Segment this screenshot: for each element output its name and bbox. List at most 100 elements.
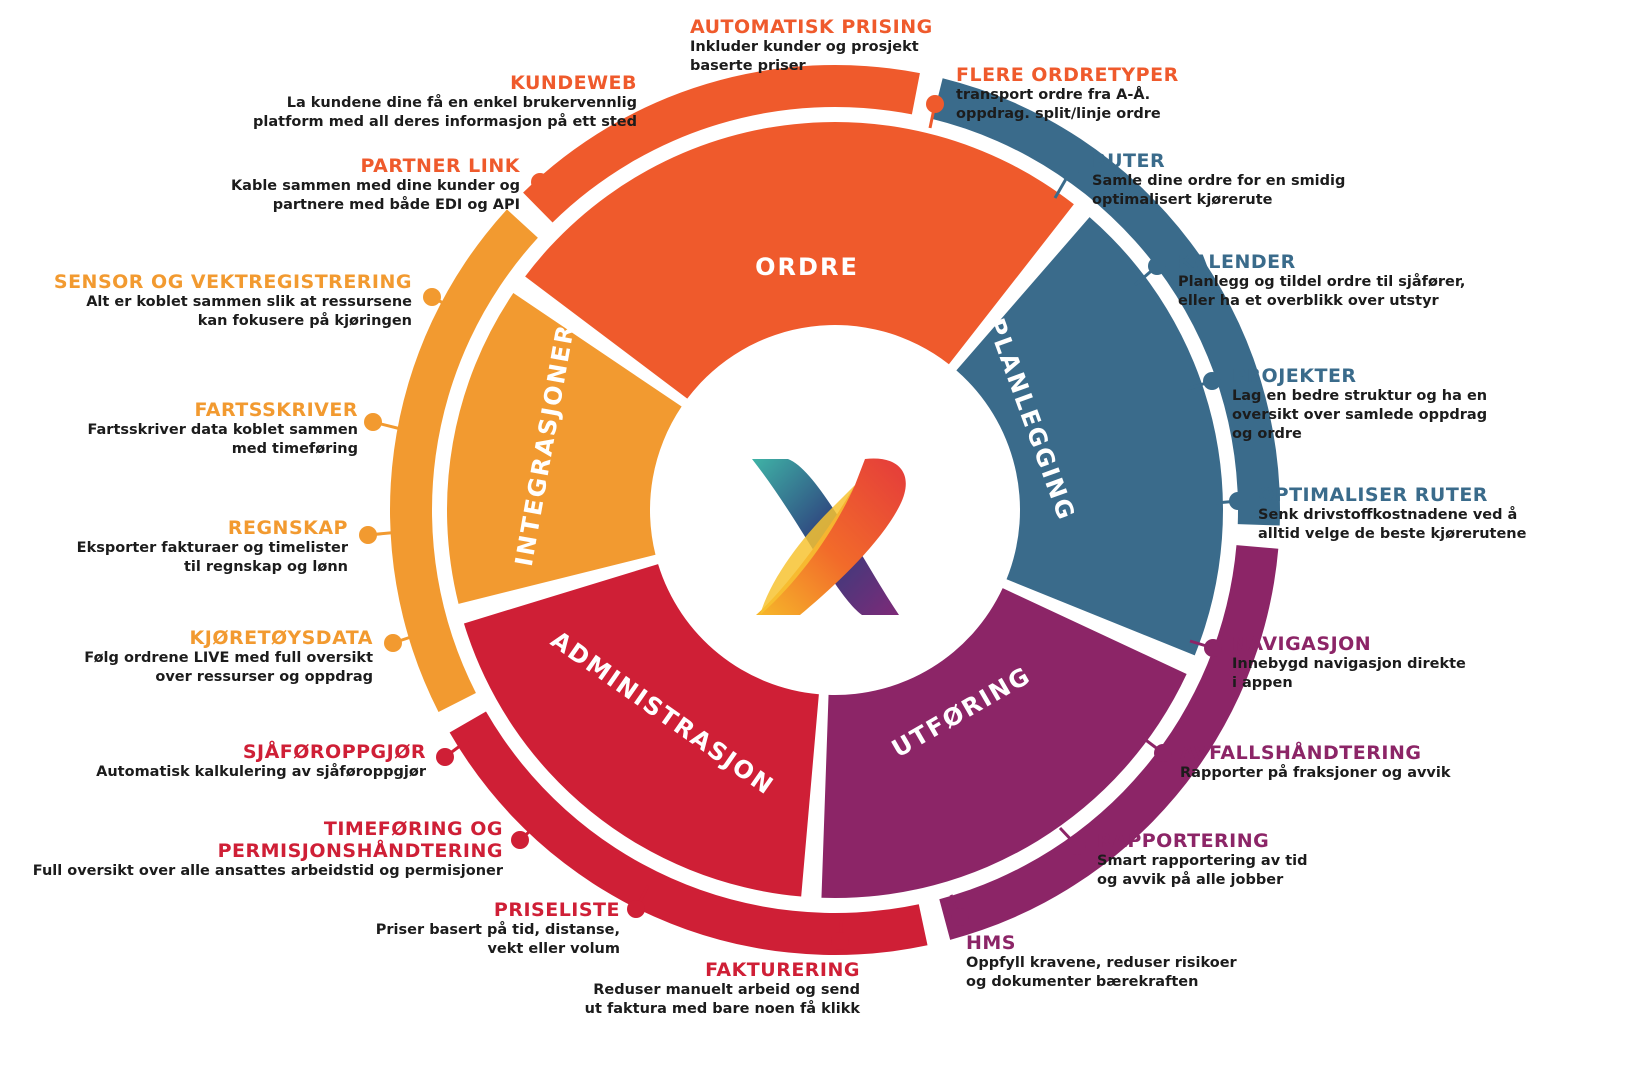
feature-title: FLERE ORDRETYPER bbox=[956, 64, 1179, 86]
connector-dot bbox=[364, 413, 382, 431]
feature-description-line: til regnskap og lønn bbox=[183, 559, 348, 575]
outer-ring bbox=[390, 64, 1280, 955]
feature-title: FARTSSKRIVER bbox=[194, 399, 358, 421]
feature-description-line: og avvik på alle jobber bbox=[1097, 872, 1284, 888]
feature-description-line: vekt eller volum bbox=[487, 941, 620, 957]
feature-title: RUTER bbox=[1092, 150, 1166, 172]
connector-dot bbox=[831, 932, 849, 950]
connector-dot bbox=[1154, 744, 1172, 762]
feature-description-line: Innebygd navigasjon direkte bbox=[1232, 656, 1466, 672]
connector-dot bbox=[511, 831, 529, 849]
feature-description-line: ut faktura med bare noen få klikk bbox=[584, 1001, 860, 1017]
x-logo-icon bbox=[752, 458, 906, 615]
feature-description-line: Inkluder kunder og prosjekt bbox=[690, 39, 919, 55]
outer-arc-integrasjoner bbox=[390, 209, 538, 713]
feature-description-line: Priser basert på tid, distanse, bbox=[375, 922, 620, 938]
feature-description-line: baserte priser bbox=[690, 58, 806, 74]
connector-dot bbox=[926, 95, 944, 113]
feature-title: PRISELISTE bbox=[493, 899, 620, 921]
feature-description-line: platform med all deres informasjon på et… bbox=[253, 114, 637, 130]
feature-description-line: Reduser manuelt arbeid og send bbox=[593, 982, 860, 998]
feature-description-line: alltid velge de beste kjørerutene bbox=[1258, 526, 1527, 542]
feature-title: OPTIMALISER RUTER bbox=[1258, 484, 1488, 506]
feature-title: PROJEKTER bbox=[1232, 365, 1357, 387]
feature-description-line: Planlegg og tildel ordre til sjåfører, bbox=[1178, 274, 1466, 290]
feature-description-line: i appen bbox=[1232, 675, 1293, 691]
feature-description-line: og ordre bbox=[1232, 426, 1302, 442]
connector-dot bbox=[436, 748, 454, 766]
feature-title: SJÅFØROPPGJØR bbox=[242, 741, 426, 763]
outer-arc-administrasjon bbox=[449, 711, 928, 955]
inner-ring bbox=[447, 121, 1223, 898]
feature-description-line: La kundene dine få en enkel brukervennli… bbox=[286, 95, 637, 111]
feature-title: KUNDEWEB bbox=[510, 72, 637, 94]
feature-description-line: Eksporter fakturaer og timelister bbox=[76, 540, 348, 556]
connector-dot bbox=[781, 83, 799, 101]
feature-description-line: Senk drivstoffkostnadene ved å bbox=[1258, 507, 1518, 523]
connector-dot bbox=[359, 526, 377, 544]
connector-dot bbox=[531, 173, 549, 191]
outer-arc-utforing bbox=[939, 545, 1279, 940]
inner-segment-planlegging bbox=[956, 217, 1223, 656]
feature-description-line: Oppfyll kravene, reduser risikoer bbox=[966, 955, 1237, 971]
feature-description-line: optimalisert kjørerute bbox=[1092, 192, 1273, 208]
feature-description-line: Samle dine ordre for en smidig bbox=[1092, 173, 1346, 189]
connector-dot bbox=[951, 908, 969, 926]
feature-description-line: eller ha et overblikk over utstyr bbox=[1178, 293, 1439, 309]
inner-segment-ordre bbox=[525, 121, 1074, 399]
feature-title: SENSOR OG VEKTREGISTRERING bbox=[53, 271, 412, 293]
feature-description-line: partnere med både EDI og API bbox=[272, 197, 520, 213]
feature-description-line: Rapporter på fraksjoner og avvik bbox=[1180, 765, 1451, 781]
outer-arc-planlegging bbox=[932, 78, 1280, 526]
connector-dot bbox=[1204, 639, 1222, 657]
connector-dot bbox=[1203, 372, 1221, 390]
feature-description-line: oversikt over samlede oppdrag bbox=[1232, 407, 1488, 423]
inner-segment-administrasjon bbox=[463, 564, 819, 897]
feature-description-line: Lag en bedre struktur og ha en bbox=[1232, 388, 1488, 404]
feature-description-line: Fartsskriver data koblet sammen bbox=[87, 422, 358, 438]
connector-dot bbox=[646, 108, 664, 126]
feature-description-line: over ressurser og oppdrag bbox=[155, 669, 373, 685]
connector-dot bbox=[1148, 257, 1166, 275]
feature-description-line: Full oversikt over alle ansattes arbeids… bbox=[32, 863, 503, 879]
feature-title: PARTNER LINK bbox=[360, 155, 520, 177]
feature-description-line: transport ordre fra A-Å. bbox=[956, 87, 1151, 103]
feature-title: AUTOMATISK PRISING bbox=[690, 16, 933, 38]
feature-title: REGNSKAP bbox=[227, 517, 348, 539]
connector-dot bbox=[627, 900, 645, 918]
feature-description-line: oppdrag. split/linje ordre bbox=[956, 106, 1161, 122]
feature-description-line: og dokumenter bærekraften bbox=[966, 974, 1199, 990]
segment-label-ordre: ORDRE bbox=[755, 253, 859, 281]
feature-title: FAKTURERING bbox=[705, 959, 860, 981]
feature-title: KALENDER bbox=[1178, 251, 1296, 273]
feature-title: KJØRETØYSDATA bbox=[189, 627, 373, 649]
outer-arc-ordre bbox=[523, 64, 920, 223]
feature-title: AVFALLSHÅNDTERING bbox=[1180, 742, 1422, 764]
connector-dot bbox=[1068, 837, 1086, 855]
connector-dot bbox=[1061, 163, 1079, 181]
feature-description-line: Følg ordrene LIVE med full oversikt bbox=[84, 650, 373, 666]
feature-title: HMS bbox=[966, 932, 1016, 954]
feature-description-line: kan fokusere på kjøringen bbox=[197, 313, 412, 329]
